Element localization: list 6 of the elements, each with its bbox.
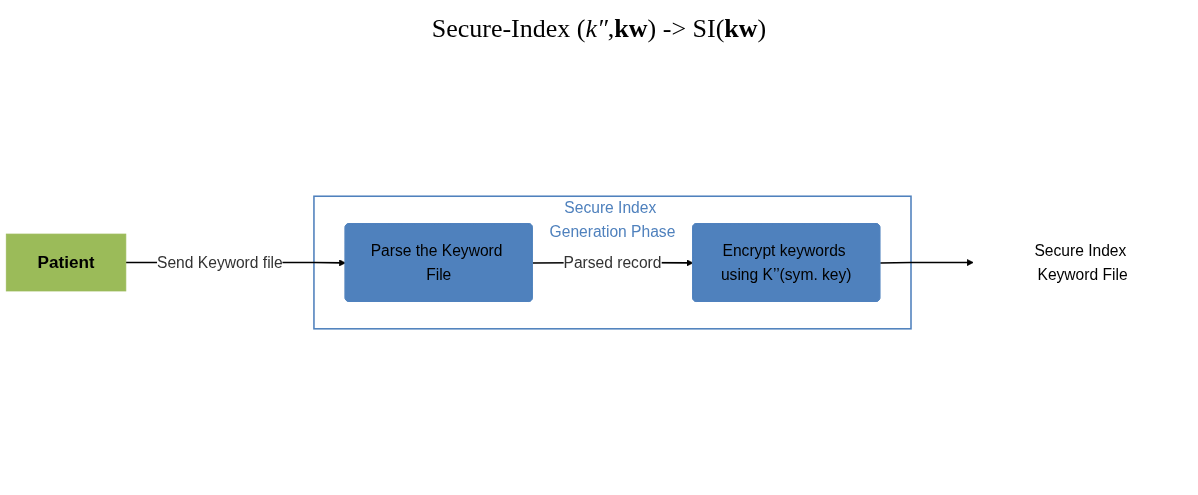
- edge-label: Parsed record: [563, 254, 662, 272]
- diagram-title: Secure-Index (k″,kw) -> SI(kw): [430, 14, 768, 44]
- arrow: [879, 259, 974, 267]
- node-box: Patient: [5, 234, 127, 292]
- edge-label: Send Keyword file: [157, 254, 283, 272]
- node-text: Secure Index Keyword File: [1034, 242, 1128, 284]
